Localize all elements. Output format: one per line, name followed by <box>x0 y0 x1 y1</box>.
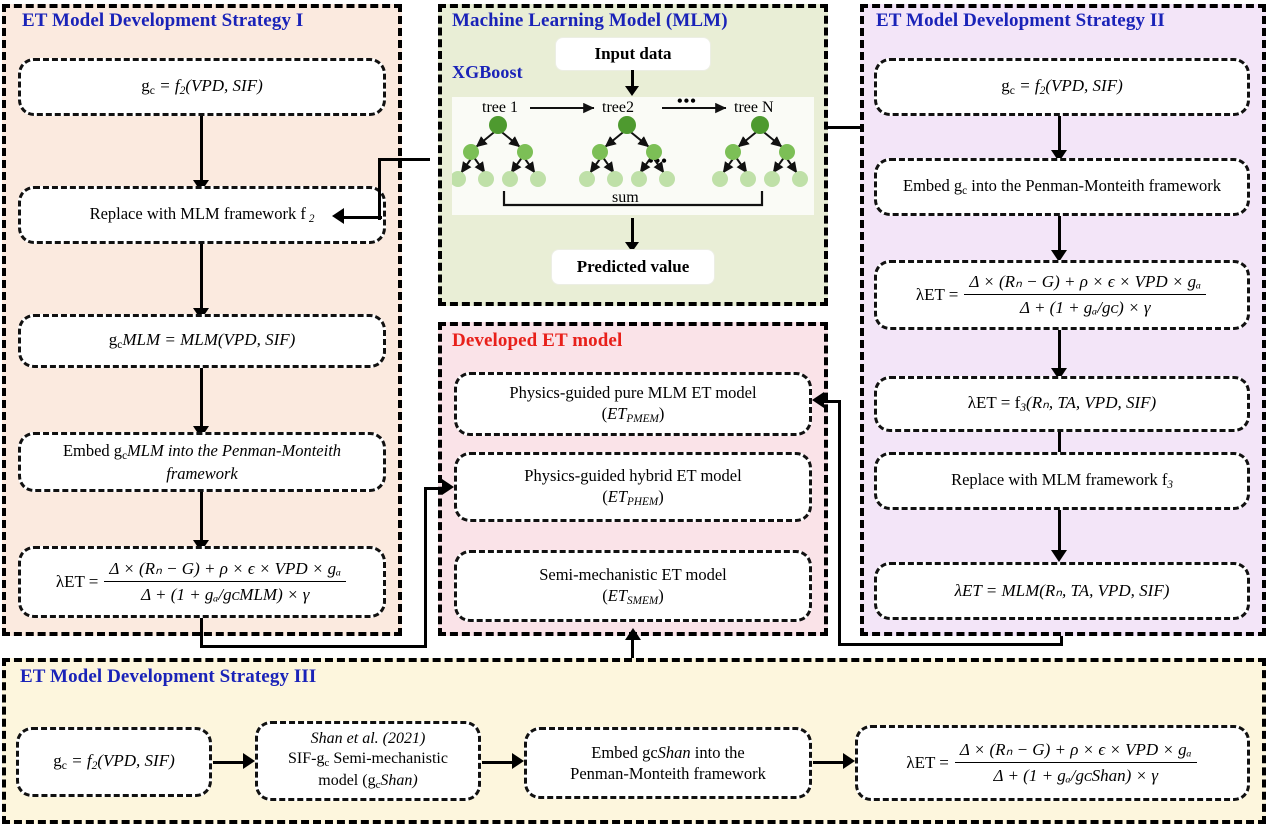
mlm-tree-graphic <box>452 102 808 207</box>
mlm-arrow-out-line <box>631 218 634 246</box>
s3-arrow-3-line <box>813 761 845 765</box>
dev-node-phem: Physics-guided hybrid ET model (ETPHEM) <box>454 452 812 522</box>
s3-node-embed-pm: Embed gcShan into the Penman-Monteith fr… <box>524 727 812 799</box>
s3-node-lambda-et: λET = Δ × (Rₙ − G) + ρ × ϵ × VPD × gₐ Δ … <box>855 725 1250 801</box>
mlm-arrow-in-line <box>631 70 635 90</box>
mlm-to-s1-seg-top <box>378 158 430 162</box>
s1-node-lambda-et: λET = Δ × (Rₙ − G) + ρ × ϵ × VPD × gₐ Δ … <box>18 546 386 618</box>
mlm-arrow-out-head <box>625 242 639 252</box>
s1-arrow-4-line <box>200 492 204 542</box>
s2-node-lambda-f3: λET = f3(Rₙ, TA, VPD, SIF) <box>874 376 1250 432</box>
mlm-to-s1-arrow-head <box>332 208 344 224</box>
mlm-treeN-label: tree N <box>734 99 774 116</box>
s2-to-dev-arrow-head <box>812 392 824 408</box>
panel-strategy-3-title: ET Model Development Strategy III <box>20 666 317 687</box>
s1-arrow-1-line <box>200 116 204 182</box>
s1-node-gc-equation: gc = f2(VPD, SIF) <box>18 58 386 116</box>
panel-strategy-2-title: ET Model Development Strategy II <box>876 10 1165 31</box>
s3-to-dev-arrow-head <box>625 628 641 640</box>
s2-to-dev-seg-bot <box>838 643 1063 647</box>
s1-node-embed-pm: Embed gcMLM into the Penman-Monteith fra… <box>18 432 386 492</box>
s1-arrow-3-line <box>200 368 204 428</box>
dev-node-smem: Semi-mechanistic ET model (ETSMEM) <box>454 550 812 622</box>
panel-mlm-title: Machine Learning Model (MLM) <box>452 10 728 31</box>
mlm-input-data-box: Input data <box>556 38 710 70</box>
s2-node-lambda-mlm: λET = MLM(Rₙ, TA, VPD, SIF) <box>874 562 1250 620</box>
s3-arrow-1-head <box>243 753 255 769</box>
s2-to-dev-seg-vert2 <box>838 400 842 646</box>
s1-to-dev-seg-vert2 <box>424 487 428 647</box>
s1-node-gcmlm: gcMLM = MLM(VPD, SIF) <box>18 314 386 368</box>
s1-to-dev-seg-bot <box>200 645 427 649</box>
s3-node-gc-equation: gc = f2(VPD, SIF) <box>16 727 212 797</box>
s2-arrow-5-head <box>1051 550 1067 562</box>
s1-to-dev-seg-vert1 <box>200 618 204 648</box>
mlm-to-s1-seg-vert <box>378 158 382 220</box>
s2-to-dev-seg-top <box>822 400 841 404</box>
s2-arrow-2-line <box>1058 216 1062 254</box>
dev-node-pmem: Physics-guided pure MLM ET model (ETPMEM… <box>454 372 812 436</box>
s2-node-gc-equation: gc = f2(VPD, SIF) <box>874 58 1250 116</box>
s2-node-lambda-et-pm: λET = Δ × (Rₙ − G) + ρ × ϵ × VPD × gₐ Δ … <box>874 260 1250 330</box>
panel-mlm-subtitle: XGBoost <box>452 62 523 82</box>
mlm-to-s1-seg-bot <box>342 216 382 220</box>
s2-node-replace-mlm: Replace with MLM framework f3 <box>874 452 1250 510</box>
mlm-predicted-value-box: Predicted value <box>552 250 714 284</box>
s3-arrow-2-line <box>482 761 514 765</box>
s2-node-embed-pm: Embed gc into the Penman-Monteith framew… <box>874 158 1250 216</box>
s3-arrow-3-head <box>843 753 855 769</box>
s2-arrow-3-line <box>1058 330 1062 372</box>
mlm-arrow-in-head <box>625 86 639 96</box>
s2-arrow-1-line <box>1058 116 1062 154</box>
mlm-sum-label: sum <box>612 189 639 206</box>
panel-developed-title: Developed ET model <box>452 330 623 351</box>
mlm-tree1-label: tree 1 <box>482 99 518 116</box>
s2-arrow-5-line <box>1058 510 1062 554</box>
s1-to-dev-seg-top <box>424 487 446 491</box>
mlm-top-ellipsis: ••• <box>677 93 697 110</box>
s1-arrow-2-line <box>200 244 204 310</box>
s3-node-shan-model: Shan et al. (2021) SIF-gc Semi-mechanist… <box>255 721 481 801</box>
s1-to-dev-arrow-head <box>442 479 454 495</box>
mlm-tree2-label: tree2 <box>602 99 634 116</box>
panel-strategy-1-title: ET Model Development Strategy I <box>22 10 304 31</box>
s3-arrow-1-line <box>213 761 245 765</box>
s3-arrow-2-head <box>512 753 524 769</box>
mlm-tree-canvas: tree 1 tree2 tree N ••• ••• sum <box>452 93 814 215</box>
s2-arrow-2-head <box>1051 250 1067 262</box>
